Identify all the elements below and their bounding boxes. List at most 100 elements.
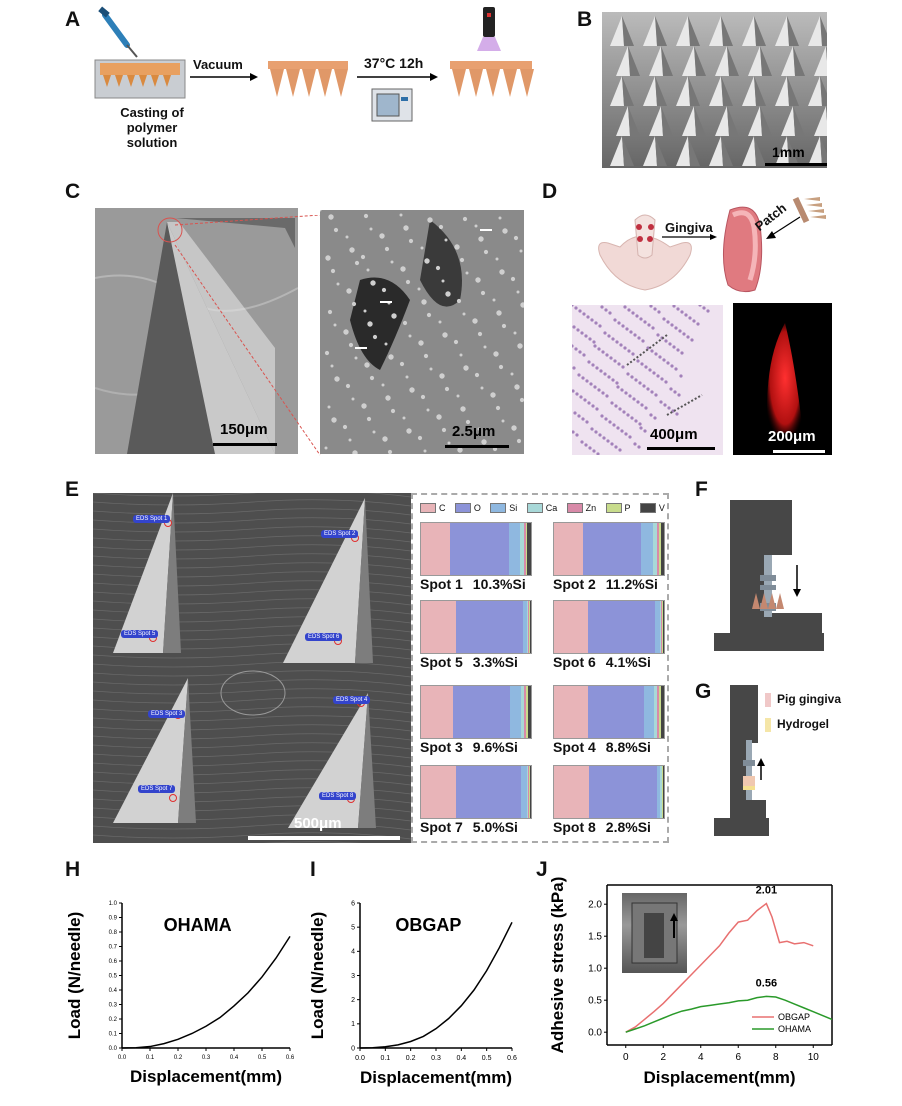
eds-segment-c <box>421 601 457 653</box>
y-tick-label: 0.2 <box>109 1017 118 1023</box>
cell-nucleus <box>660 377 664 381</box>
cell-nucleus <box>696 322 700 326</box>
microneedle-shape <box>775 136 789 166</box>
microneedle-shadow <box>622 16 634 46</box>
cell-nucleus <box>603 372 607 376</box>
cell-nucleus <box>673 390 677 394</box>
cell-nucleus <box>634 419 638 423</box>
cell-nucleus <box>674 367 678 371</box>
cell-nucleus <box>614 404 618 408</box>
particle-dot <box>483 345 487 349</box>
eds-segment-o <box>456 601 524 653</box>
y-tick-label: 2 <box>351 997 355 1004</box>
particle-dot <box>421 299 427 305</box>
cell-nucleus <box>657 310 661 314</box>
cell-nucleus <box>620 429 624 433</box>
x-tick-label: 0.4 <box>456 1055 466 1062</box>
cell-nucleus <box>643 429 647 433</box>
cell-nucleus <box>572 389 575 393</box>
particle-dot <box>423 449 427 453</box>
cell-nucleus <box>575 433 579 437</box>
particle-dot <box>511 425 517 431</box>
casting-label-line2: polymer solution <box>126 120 178 150</box>
particle-dot <box>402 320 408 326</box>
particle-dot <box>519 249 523 253</box>
panel-letter-b: B <box>577 8 593 31</box>
x-tick-label: 0.5 <box>258 1055 267 1061</box>
particle-dot <box>426 408 430 412</box>
particle-dot <box>498 364 504 370</box>
spot-si-percent: 10.3%Si <box>472 576 526 592</box>
cell-nucleus <box>630 416 634 420</box>
y-tick-label: 3 <box>351 973 355 980</box>
cell-nucleus <box>659 400 663 404</box>
particle-dot <box>408 334 412 338</box>
particle-dot <box>474 224 478 228</box>
cell-nucleus <box>605 353 609 357</box>
cell-nucleus <box>626 413 630 417</box>
panel-letter-a: A <box>65 8 81 31</box>
cell-nucleus <box>628 394 632 398</box>
microneedle-shadow <box>355 498 373 663</box>
microneedle-shadow <box>754 76 766 106</box>
cell-nucleus <box>662 317 666 321</box>
cell-nucleus <box>636 359 640 363</box>
cell-nucleus <box>638 422 642 426</box>
cell-nucleus <box>602 436 606 440</box>
y-axis-label: Load (N/needle) <box>308 912 327 1040</box>
cell-nucleus <box>631 352 635 356</box>
particle-dot <box>427 217 433 223</box>
particle-dot <box>444 386 450 392</box>
microneedle-shape <box>748 46 762 76</box>
spot-si-percent: 5.0%Si <box>472 819 518 835</box>
y-tick-label: 6 <box>351 900 355 907</box>
cell-nucleus <box>618 407 622 411</box>
cell-nucleus <box>615 381 619 385</box>
eds-segment-si <box>644 686 654 738</box>
cell-nucleus <box>686 335 690 339</box>
legend-pig-gingiva: Pig gingiva <box>777 692 842 706</box>
eds-segment-ca <box>653 523 657 575</box>
patch-icon <box>792 196 826 224</box>
cell-nucleus <box>670 364 674 368</box>
cell-nucleus <box>576 328 580 332</box>
microneedle-shape <box>742 16 756 46</box>
microneedle-shadow <box>622 136 634 166</box>
particle-dot <box>499 269 505 275</box>
particle-dot <box>345 383 351 389</box>
particle-dot <box>438 224 444 230</box>
fabrication-schematic <box>94 6 534 122</box>
cell-nucleus <box>614 445 618 449</box>
particle-dot <box>399 361 405 367</box>
particle-dot <box>330 268 336 274</box>
cell-nucleus <box>620 388 624 392</box>
microneedle-shape <box>616 106 630 136</box>
x-tick-label: 0.0 <box>355 1055 365 1062</box>
cell-nucleus <box>618 448 622 452</box>
cell-nucleus <box>574 347 578 351</box>
cell-nucleus <box>639 426 643 430</box>
particle-dot <box>475 277 481 283</box>
legend-swatch <box>566 503 583 513</box>
spot-si-percent: 11.2%Si <box>605 576 658 592</box>
particle-dot <box>369 227 373 231</box>
patch-icon <box>450 61 534 97</box>
legend-item-si: Si <box>490 500 517 516</box>
microneedle-shadow <box>622 76 634 106</box>
scale-bar <box>213 443 277 446</box>
panel-letter-d: D <box>542 180 558 203</box>
particle-dot <box>496 310 502 316</box>
gingiva-schematic <box>598 196 826 293</box>
eds-spot-bar <box>420 600 532 654</box>
cell-nucleus <box>666 320 670 324</box>
spot-si-percent: 4.1%Si <box>605 654 651 670</box>
y-tick-label: 1.0 <box>588 964 602 975</box>
legend-swatch <box>490 503 507 513</box>
y-axis-label: Load (N/needle) <box>65 912 84 1040</box>
cell-nucleus <box>656 333 660 337</box>
scale-label: 400μm <box>650 426 698 443</box>
particle-dot <box>349 247 355 253</box>
particle-dot <box>517 343 523 349</box>
